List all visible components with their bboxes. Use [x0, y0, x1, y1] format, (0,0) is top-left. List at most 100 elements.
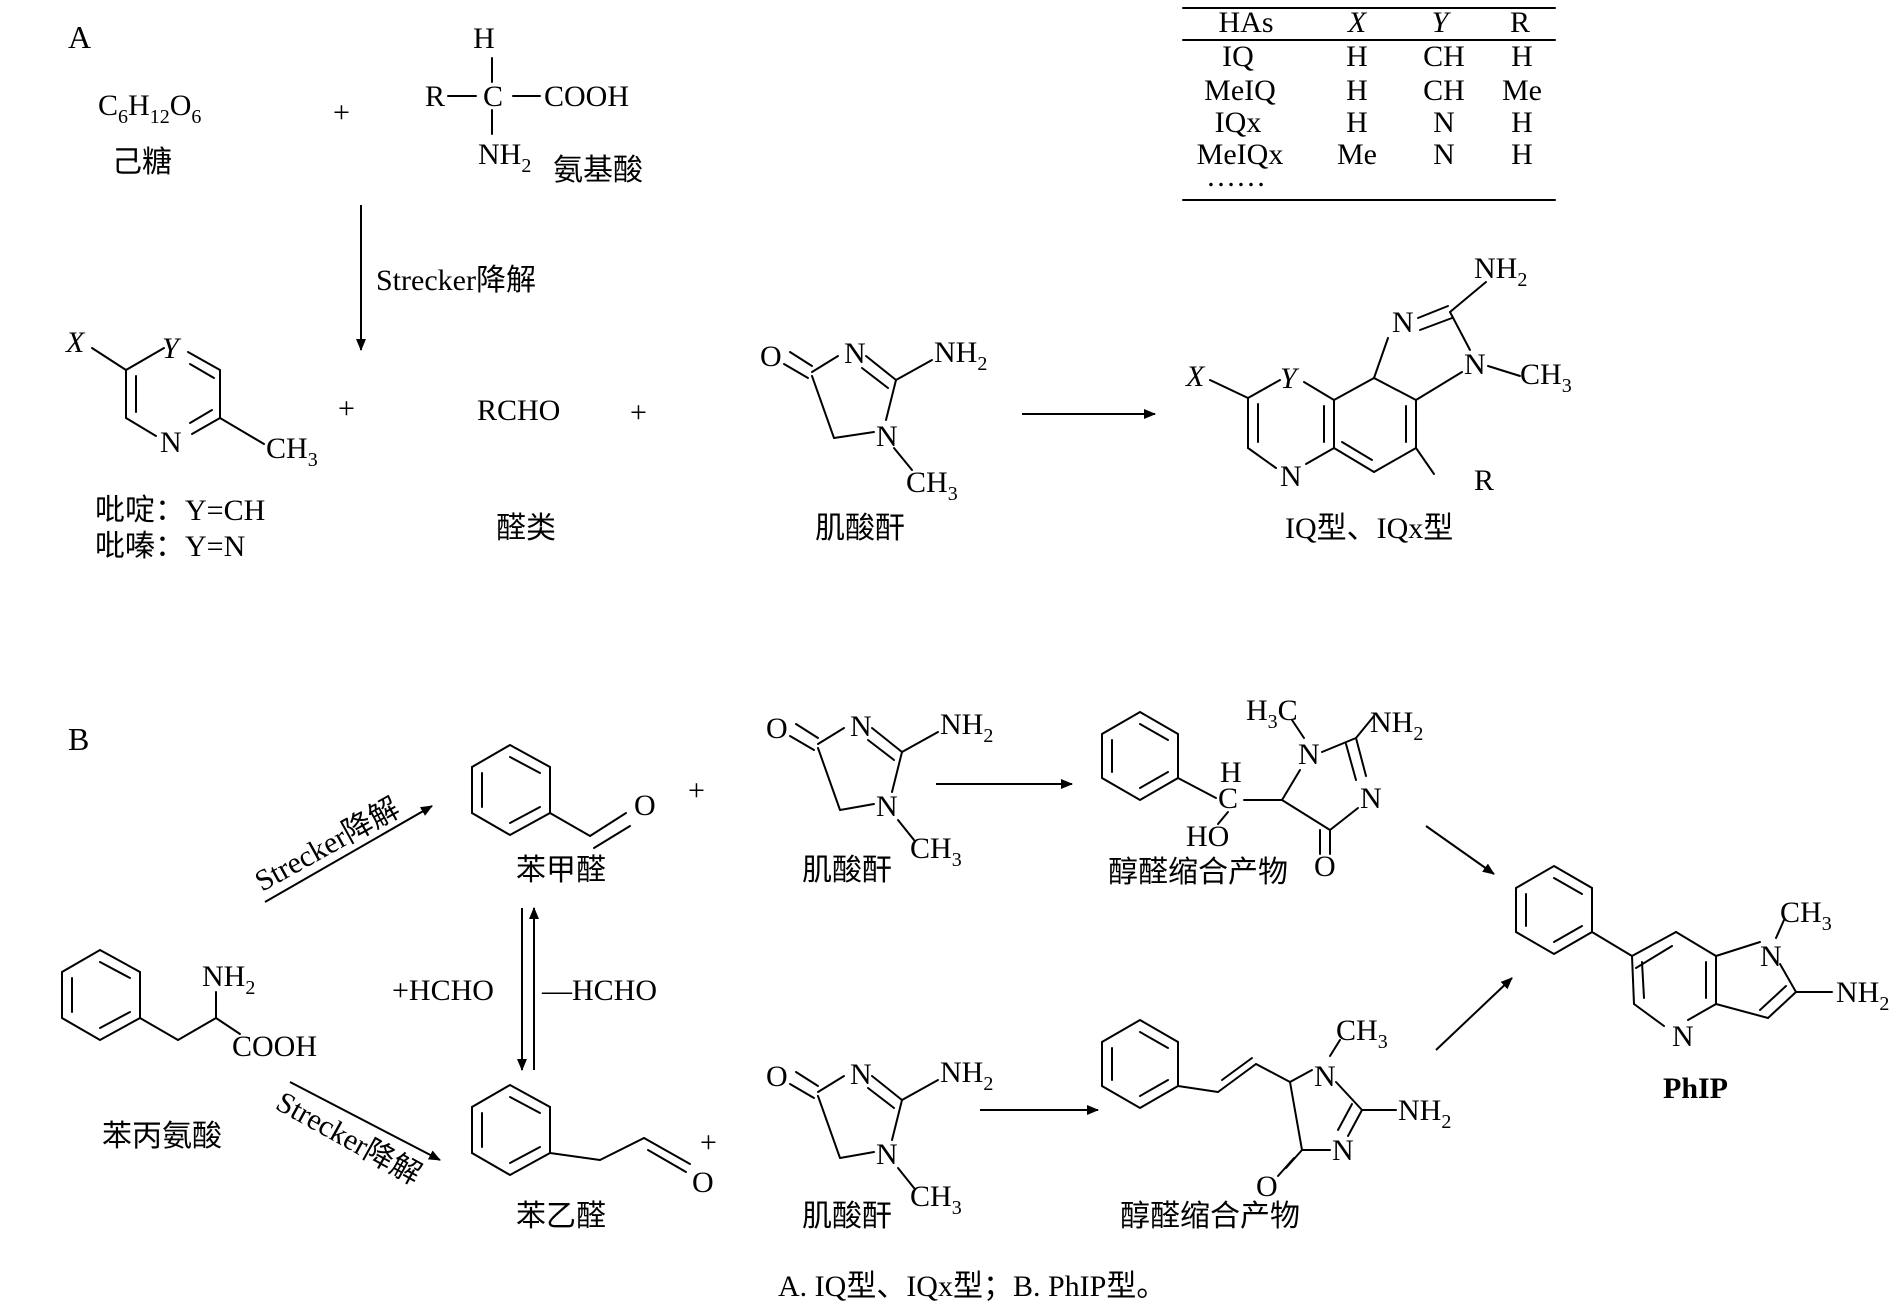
strecker-arrow-upper	[264, 805, 433, 903]
table-cell: H	[1346, 74, 1368, 107]
svg-text:COOH: COOH	[544, 80, 629, 113]
svg-text:R: R	[425, 80, 445, 113]
svg-text:NH2: NH2	[1398, 1094, 1451, 1133]
aldol-product-upper-structure: H C HO N H3C NH2 N O	[1101, 694, 1423, 883]
svg-text:CH3: CH3	[266, 432, 318, 471]
phenylacetaldehyde-structure: O	[471, 1083, 714, 1199]
phenylalanine-label: 苯丙氨酸	[102, 1120, 222, 1153]
svg-text:N: N	[1314, 1060, 1336, 1093]
svg-text:C: C	[483, 80, 503, 113]
table-cell: H	[1511, 138, 1533, 171]
has-table: HAs X Y R IQ H CH H MeIQ H CH Me IQx H N…	[1182, 6, 1556, 201]
svg-text:N: N	[1298, 738, 1320, 771]
svg-text:O: O	[766, 1060, 788, 1093]
pyridine-label: 吡啶：Y=CH	[95, 494, 265, 527]
aldehyde-formula: RCHO	[477, 394, 560, 427]
remove-hcho-label: —HCHO	[541, 974, 657, 1007]
svg-text:Y: Y	[1280, 362, 1300, 395]
svg-text:N: N	[1332, 1134, 1354, 1167]
svg-text:H: H	[473, 22, 495, 55]
strecker-arrow-lower	[289, 1081, 441, 1161]
plus-sign: +	[700, 1126, 717, 1159]
reaction-arrow-to-phip-upper	[1425, 825, 1495, 875]
reaction-arrow-to-phip-lower	[1435, 977, 1513, 1051]
table-header: R	[1510, 6, 1530, 39]
pyridine-pyrazine-structure: X Y N CH3	[65, 326, 318, 471]
svg-text:C6H12O6: C6H12O6	[98, 89, 201, 128]
creatinine-structure: O N NH2 N CH3	[760, 336, 987, 505]
svg-text:N: N	[876, 420, 898, 453]
phip-structure: N N CH3 NH2	[1515, 864, 1889, 1053]
svg-text:X: X	[1185, 360, 1206, 393]
phenylacetaldehyde-label: 苯乙醛	[516, 1200, 606, 1233]
phenylalanine-structure: NH2 COOH	[61, 948, 317, 1063]
svg-text:NH2: NH2	[478, 138, 531, 177]
svg-text:Y: Y	[162, 332, 182, 365]
table-cell: MeIQ	[1204, 74, 1276, 107]
svg-text:N: N	[1280, 460, 1302, 493]
benzaldehyde-label: 苯甲醛	[516, 854, 606, 887]
figure-caption: A. IQ型、IQx型；B. PhIP型。	[778, 1270, 1166, 1303]
svg-text:O: O	[634, 789, 656, 822]
creatinine-structure: O N NH2 N CH3	[766, 708, 993, 871]
creatinine-label: 肌酸酐	[815, 512, 905, 545]
pyrazine-label: 吡嗪：Y=N	[95, 530, 245, 563]
table-cell: CH	[1423, 40, 1465, 73]
table-cell: Me	[1502, 74, 1542, 107]
svg-text:O: O	[1256, 1170, 1278, 1203]
svg-text:N: N	[876, 1138, 898, 1171]
svg-text:N: N	[1360, 782, 1382, 815]
strecker-label-lower: Strecker降解	[271, 1085, 427, 1191]
table-cell: IQx	[1215, 106, 1262, 139]
aldehyde-label: 醛类	[496, 512, 556, 545]
svg-text:O: O	[1314, 850, 1336, 883]
table-cell: N	[1433, 138, 1455, 171]
svg-text:H3C: H3C	[1246, 694, 1298, 733]
aldol-product-lower-label: 醇醛缩合产物	[1120, 1200, 1300, 1233]
strecker-label-upper: Strecker降解	[249, 792, 405, 898]
svg-text:N: N	[1760, 940, 1782, 973]
svg-text:CH3: CH3	[1336, 1014, 1388, 1053]
table-cell: N	[1433, 106, 1455, 139]
svg-text:N: N	[160, 426, 182, 459]
hexose-label: 己糖	[112, 146, 172, 179]
plus-sign: +	[688, 774, 705, 807]
svg-text:R: R	[1474, 464, 1494, 497]
table-cell: H	[1346, 106, 1368, 139]
table-cell: ……	[1206, 160, 1266, 193]
table-cell: CH	[1423, 74, 1465, 107]
table-cell: IQ	[1222, 40, 1254, 73]
svg-text:NH2: NH2	[202, 960, 255, 999]
svg-text:N: N	[844, 337, 866, 370]
plus-sign: +	[338, 392, 355, 425]
svg-text:CH3: CH3	[910, 1180, 962, 1219]
amino-acid-structure: H R C COOH NH2	[425, 22, 629, 177]
aldol-product-lower-structure: N CH3 NH2 N O	[1101, 1014, 1451, 1203]
svg-text:CH3: CH3	[910, 832, 962, 871]
table-header: X	[1347, 6, 1368, 39]
iq-iqx-structure: X Y N N NH2 N CH3 R	[1185, 252, 1572, 497]
add-hcho-label: +HCHO	[392, 974, 494, 1007]
svg-text:CH3: CH3	[1780, 896, 1832, 935]
svg-text:N: N	[850, 710, 872, 743]
table-cell: Me	[1337, 138, 1377, 171]
svg-text:CH3: CH3	[906, 466, 958, 505]
svg-text:NH2: NH2	[1836, 976, 1889, 1015]
table-cell: H	[1511, 40, 1533, 73]
svg-text:NH2: NH2	[940, 708, 993, 747]
svg-text:X: X	[65, 326, 86, 359]
strecker-label-a: Strecker降解	[376, 264, 536, 297]
svg-text:NH2: NH2	[940, 1056, 993, 1095]
creatinine-label: 肌酸酐	[802, 854, 892, 887]
creatinine-label: 肌酸酐	[802, 1200, 892, 1233]
table-cell: H	[1511, 106, 1533, 139]
table-header: Y	[1432, 6, 1452, 39]
amino-acid-label: 氨基酸	[553, 154, 643, 187]
svg-text:CH3: CH3	[1520, 358, 1572, 397]
svg-text:N: N	[1464, 348, 1486, 381]
iq-product-label: IQ型、IQx型	[1285, 512, 1453, 545]
svg-text:O: O	[766, 712, 788, 745]
benzaldehyde-structure: O	[471, 743, 656, 849]
svg-text:HO: HO	[1186, 820, 1229, 853]
